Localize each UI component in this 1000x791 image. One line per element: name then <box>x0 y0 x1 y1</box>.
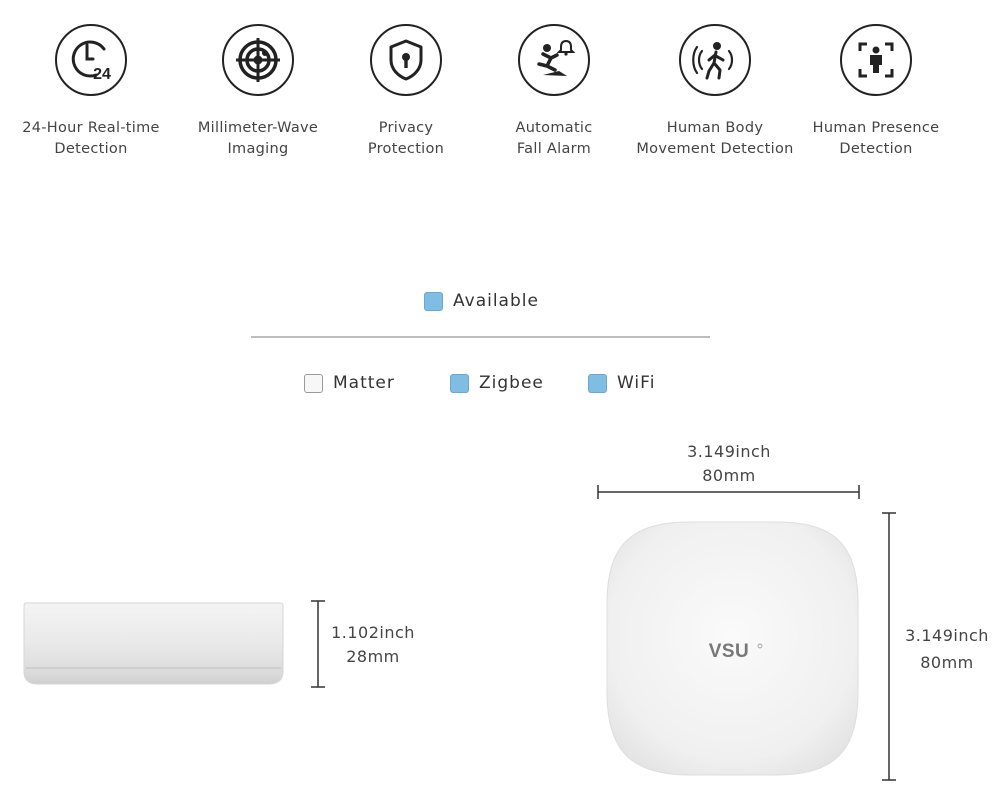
fall-alarm-icon <box>518 24 590 96</box>
thickness-inch: 1.102inch <box>331 623 415 642</box>
legend-available: Available <box>424 291 539 311</box>
width-dimension-line <box>597 485 860 499</box>
legend-divider <box>251 336 710 338</box>
protocol-label: WiFi <box>617 373 656 393</box>
feature-label: Automatic Fall Alarm <box>515 120 593 157</box>
feature-label: Privacy Protection <box>367 120 445 157</box>
matter-checkbox <box>304 373 323 393</box>
feature-24h-detection: 24 24-Hour Real-time Detection <box>6 0 176 160</box>
feature-mmwave-imaging: Millimeter-Wave Imaging <box>173 0 343 160</box>
feature-label: Human Presence Detection <box>812 120 940 157</box>
device-side-view <box>23 602 284 685</box>
feature-body-movement: Human Body Movement Detection <box>630 0 800 160</box>
protocol-zigbee: Zigbee <box>450 373 544 393</box>
width-inch: 3.149inch <box>687 442 771 461</box>
clock-24-icon: 24 <box>55 24 127 96</box>
presence-frame-icon <box>840 24 912 96</box>
feature-privacy: Privacy Protection <box>321 0 491 160</box>
height-inch: 3.149inch <box>905 626 989 645</box>
wifi-checkbox <box>588 373 607 393</box>
protocol-label: Matter <box>333 373 395 393</box>
vsu-logo: VSU <box>709 641 750 662</box>
radar-target-icon <box>222 24 294 96</box>
device-top-view: VSU <box>606 521 859 776</box>
protocol-matter: Matter <box>304 373 395 393</box>
thickness-label: 1.102inch 28mm <box>322 621 424 669</box>
height-label: 3.149inch 80mm <box>894 622 1000 676</box>
width-mm: 80mm <box>702 466 756 485</box>
body-motion-icon <box>679 24 751 96</box>
height-mm: 80mm <box>920 653 974 672</box>
protocol-wifi: WiFi <box>588 373 655 393</box>
width-label: 3.149inch 80mm <box>670 440 788 488</box>
thickness-dimension-line <box>311 600 325 688</box>
feature-label: Human Body Movement Detection <box>636 120 794 157</box>
feature-human-presence: Human Presence Detection <box>791 0 961 160</box>
feature-fall-alarm: Automatic Fall Alarm <box>469 0 639 160</box>
feature-label: 24-Hour Real-time Detection <box>22 120 160 157</box>
protocol-label: Zigbee <box>479 373 544 393</box>
shield-lock-icon <box>370 24 442 96</box>
zigbee-checkbox <box>450 373 469 393</box>
height-dimension-line <box>882 512 896 781</box>
feature-label: Millimeter-Wave Imaging <box>197 120 319 157</box>
available-swatch <box>424 291 443 311</box>
available-label: Available <box>453 291 539 311</box>
clock-badge: 24 <box>93 66 111 83</box>
thickness-mm: 28mm <box>346 647 400 666</box>
